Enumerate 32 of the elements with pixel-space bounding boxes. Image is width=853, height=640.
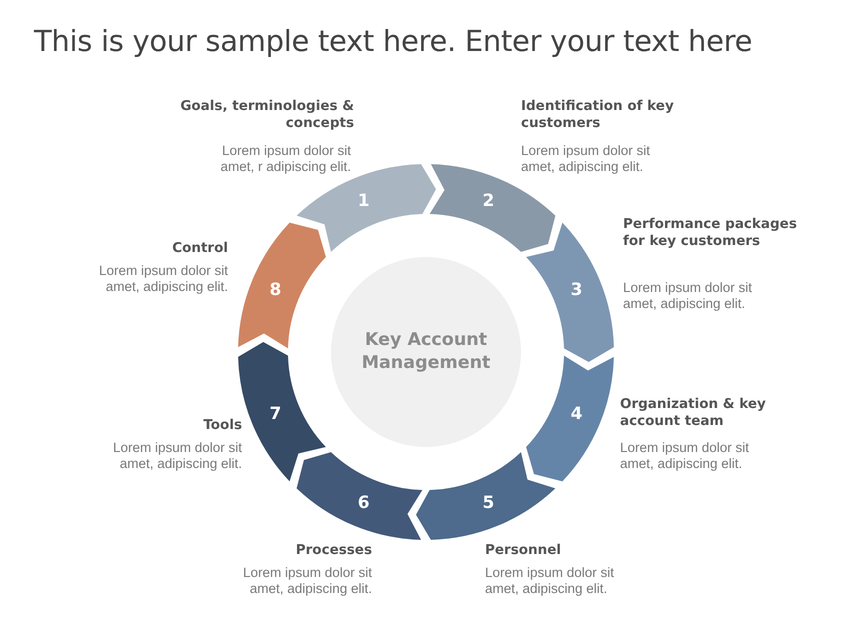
step-number: 2 — [481, 191, 496, 212]
segment-heading: Control — [171, 240, 228, 257]
segment-heading: Organization & key account team — [620, 396, 767, 430]
segment-description: Lorem ipsum dolor sit amet, adipiscing elit. — [485, 565, 616, 597]
segment-description: Lorem ipsum dolor sit amet, adipiscing elit. — [112, 440, 242, 472]
step-number: 8 — [268, 280, 282, 300]
segment-heading: Performance packages for key customers — [623, 216, 798, 250]
step-number: 1 — [356, 191, 371, 212]
segment-description: Lorem ipsum dolor sit amet, adipiscing elit. — [620, 440, 750, 472]
chevron-segment — [238, 222, 326, 348]
chevron-segment — [526, 222, 614, 362]
segment-description: Lorem ipsum dolor sit amet, r adipiscing elit. — [219, 143, 351, 175]
segment-heading: Tools — [202, 417, 242, 434]
segment-description: Lorem ipsum dolor sit amet, adipiscing elit. — [623, 280, 754, 312]
segment-heading: Processes — [294, 542, 372, 559]
step-number: 5 — [481, 492, 496, 513]
step-number: 7 — [268, 404, 282, 424]
chevron-segment — [416, 452, 556, 540]
segment-heading: Personnel — [485, 542, 562, 559]
segment-heading: Goals, terminologies & concepts — [179, 98, 354, 132]
chevron-segment — [430, 164, 556, 252]
title: This is your sample text here. Enter your text here — [34, 24, 752, 58]
segment-description: Lorem ipsum dolor sit amet, adipiscing elit. — [98, 263, 228, 295]
step-number: 6 — [356, 492, 371, 513]
segment-heading: Identification of key customers — [521, 98, 675, 132]
segment-description: Lorem ipsum dolor sit amet, adipiscing elit. — [242, 565, 372, 597]
step-number: 3 — [570, 280, 584, 300]
center-label: Key Account Management — [360, 329, 492, 375]
chevron-segment — [526, 356, 614, 482]
step-number: 4 — [570, 404, 584, 424]
chevron-segment — [296, 452, 422, 540]
segment-description: Lorem ipsum dolor sit amet, adipiscing elit. — [521, 143, 652, 175]
